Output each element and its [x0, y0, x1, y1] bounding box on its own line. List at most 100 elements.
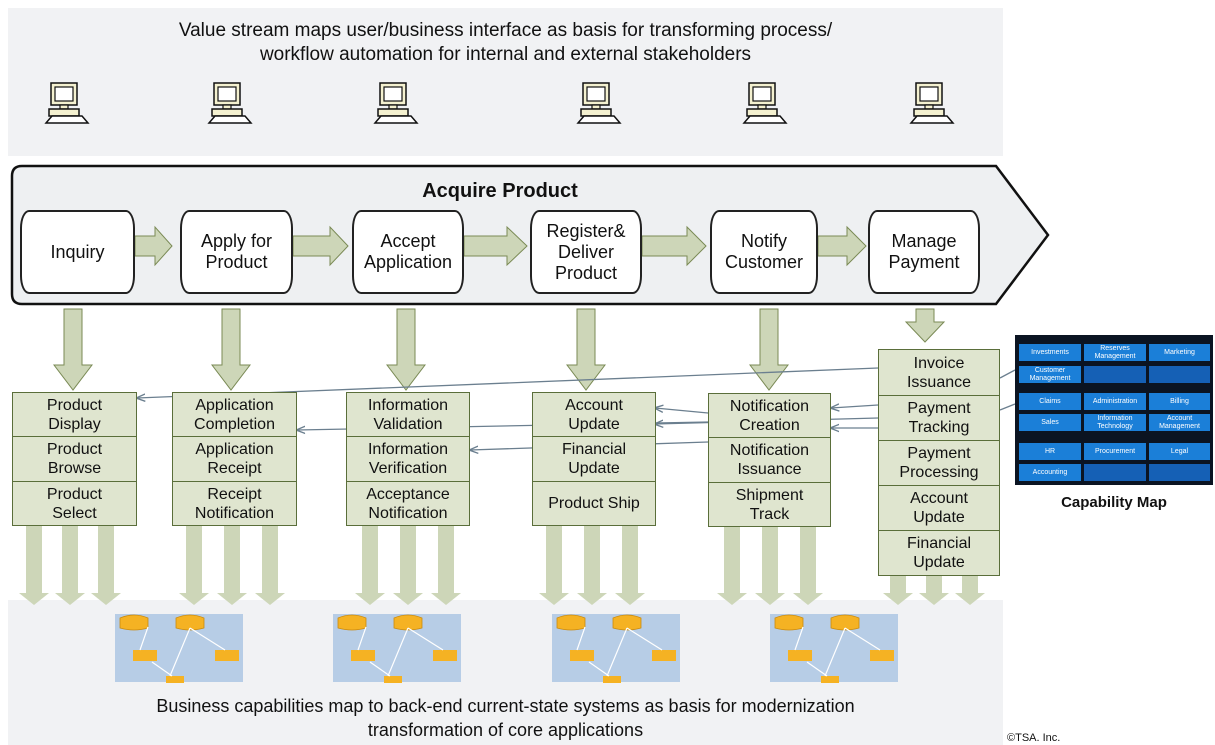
stage-label: Notify	[740, 231, 787, 251]
capability-label: Issuance	[906, 373, 972, 391]
capmap-tile-label: Billing	[1170, 397, 1189, 405]
stage-label: Manage	[891, 231, 957, 251]
capability-label: Notification	[729, 442, 810, 459]
stage-label: Register&	[546, 220, 626, 241]
capability-label: Payment	[907, 400, 971, 417]
capability-label: Completion	[194, 415, 275, 433]
computer-icon-3	[374, 82, 418, 124]
capmap-tile	[1084, 366, 1146, 383]
capability-label: Application	[195, 441, 274, 458]
stage-label: Inquiry	[50, 241, 105, 262]
capability-label: Account	[565, 396, 623, 414]
capmap-tile: Marketing	[1149, 344, 1210, 361]
capmap-tile-label: Investments	[1031, 348, 1069, 356]
capability-label: Issuance	[737, 461, 802, 478]
capmap-tile-label: Information	[1097, 414, 1133, 422]
capability-label: Product	[46, 485, 103, 503]
capability-label: Processing	[899, 464, 979, 481]
capability-label: Notification	[368, 504, 448, 522]
top-banner-line1: Value stream maps user/business interfac…	[178, 20, 833, 41]
capability-label: Information	[367, 441, 449, 458]
capability-box: Product Ship	[533, 482, 655, 525]
capmap-tile	[1149, 366, 1210, 383]
stage-label: Accept	[380, 231, 436, 251]
capmap-tile-label: Account	[1166, 414, 1193, 422]
capmap-tile-label: Customer	[1034, 366, 1066, 374]
capability-label: Creation	[739, 416, 800, 434]
top-banner	[8, 8, 1003, 156]
capmap-tile-label: Legal	[1170, 447, 1189, 455]
stage-label: Payment	[888, 252, 960, 272]
capability-label: Financial	[561, 441, 627, 458]
stream-title: Acquire Product	[422, 180, 578, 202]
capmap-tile-label: Marketing	[1164, 348, 1195, 356]
capmap-tile: Claims	[1019, 393, 1081, 410]
capability-label: Update	[913, 509, 965, 526]
capability-label: Tracking	[908, 419, 970, 436]
capability-label: Browse	[47, 460, 102, 477]
capability-label: Notification	[194, 504, 275, 522]
computer-icon-2	[208, 82, 252, 124]
stage-label: Product	[205, 252, 268, 272]
stage-label: Product	[554, 262, 618, 283]
capability-label: Payment	[907, 445, 971, 462]
capability-label: Invoice	[913, 354, 965, 372]
capability-map-caption: Capability Map	[1061, 494, 1167, 511]
bottom-banner-line2: transformation of core applications	[367, 720, 644, 740]
top-banner-text: Value stream maps user/business interfac…	[8, 19, 1003, 67]
capability-label: Notification	[729, 397, 810, 415]
top-banner-line2: workflow automation for internal and ext…	[259, 44, 752, 65]
capability-label: Information	[367, 396, 449, 414]
capmap-tile-label: Technology	[1097, 422, 1133, 430]
capability-label: Update	[568, 460, 620, 477]
capability-label: Validation	[373, 415, 443, 433]
capability-label: Shipment	[735, 486, 804, 504]
capability-label: Financial	[906, 535, 972, 552]
capability-label: Product	[46, 441, 103, 458]
stage-label: Customer	[724, 252, 804, 272]
system-panel-3	[552, 614, 680, 683]
capmap-tile: Sales	[1019, 414, 1081, 431]
capmap-tile: Accounting	[1019, 464, 1081, 481]
capmap-tile-label: Accounting	[1032, 468, 1068, 476]
capability-label: Receipt	[207, 485, 262, 503]
capmap-tile	[1149, 464, 1210, 481]
computer-icon-6	[910, 82, 954, 124]
computer-icon-5	[743, 82, 787, 124]
capability-label: Receipt	[207, 460, 262, 477]
capmap-tile-label: Management	[1094, 352, 1136, 360]
stage-connectors	[134, 225, 867, 267]
capmap-tile: Investments	[1019, 344, 1081, 361]
system-panel-1	[115, 614, 243, 683]
capmap-tile-label: Administration	[1092, 397, 1138, 405]
capmap-tile: Administration	[1084, 393, 1146, 410]
capmap-tile	[1084, 464, 1146, 481]
stage-label: Apply for	[200, 231, 273, 251]
capmap-tile: Procurement	[1084, 443, 1146, 460]
capability-label: Select	[52, 504, 97, 522]
